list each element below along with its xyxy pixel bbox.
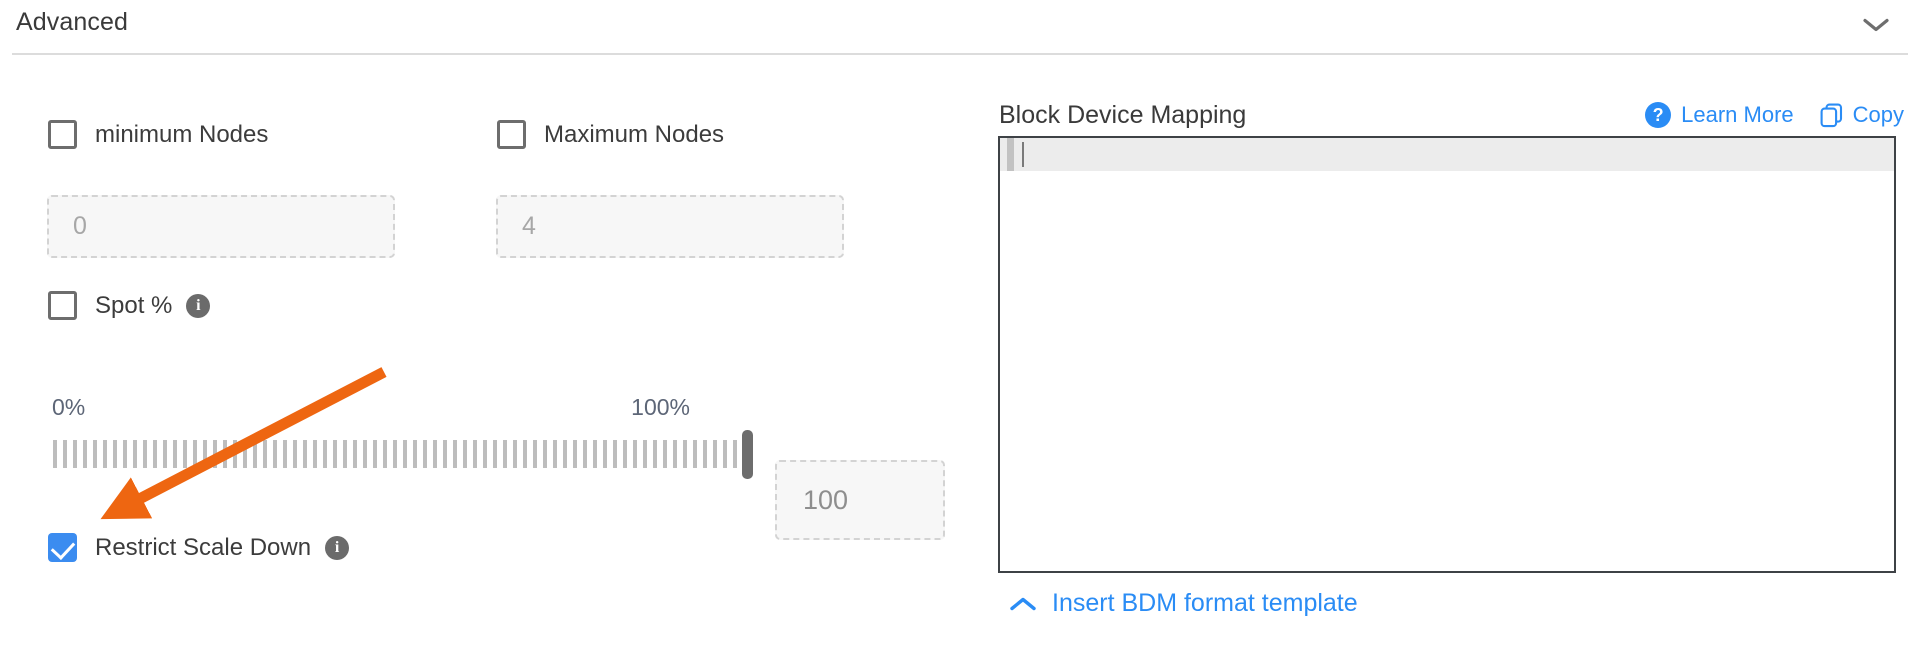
block-device-mapping-title: Block Device Mapping xyxy=(999,101,1247,129)
editor-active-line xyxy=(1000,138,1894,171)
editor-gutter-marker xyxy=(1007,138,1014,171)
bdm-actions: ? Learn More Copy xyxy=(1645,102,1904,128)
learn-more-link[interactable]: ? Learn More xyxy=(1645,102,1794,128)
minimum-nodes-label: minimum Nodes xyxy=(95,120,269,148)
learn-more-label: Learn More xyxy=(1681,102,1794,127)
header-divider xyxy=(12,53,1908,55)
spot-percent-value-input[interactable]: 100 xyxy=(775,460,945,540)
spot-percent-checkbox[interactable] xyxy=(48,291,77,320)
block-device-mapping-editor[interactable] xyxy=(998,136,1896,573)
spot-percent-slider-thumb[interactable] xyxy=(742,430,753,479)
question-circle-icon: ? xyxy=(1645,102,1672,128)
restrict-scale-down-row[interactable]: Restrict Scale Down i xyxy=(48,533,350,562)
maximum-nodes-input[interactable]: 4 xyxy=(496,195,844,258)
slider-min-label: 0% xyxy=(52,394,86,420)
spot-percent-slider-track[interactable] xyxy=(53,440,743,468)
page-title: Advanced xyxy=(16,8,128,36)
restrict-scale-down-checkbox[interactable] xyxy=(48,533,77,562)
insert-bdm-template-link[interactable]: Insert BDM format template xyxy=(1010,589,1358,618)
spot-percent-info-icon[interactable]: i xyxy=(186,293,211,318)
spot-percent-label: Spot % xyxy=(95,291,173,319)
copy-button[interactable]: Copy xyxy=(1820,102,1904,128)
slider-max-label: 100% xyxy=(631,394,690,420)
minimum-nodes-input[interactable]: 0 xyxy=(47,195,395,258)
collapse-section-button[interactable] xyxy=(1854,8,1898,42)
copy-label: Copy xyxy=(1852,102,1904,127)
editor-caret xyxy=(1022,142,1024,167)
maximum-nodes-label: Maximum Nodes xyxy=(544,120,725,148)
scaling-options-group: minimum Nodes 0 Maximum Nodes 4 Spot % i… xyxy=(0,54,990,656)
chevron-up-icon xyxy=(1010,597,1036,610)
editor-content[interactable] xyxy=(1000,171,1894,571)
spot-percent-slider-group: 0% 100% xyxy=(48,394,758,504)
spot-percent-checkbox-row[interactable]: Spot % i xyxy=(48,291,211,320)
maximum-nodes-checkbox[interactable] xyxy=(497,120,526,149)
block-device-mapping-group: Block Device Mapping ? Learn More Copy xyxy=(990,54,1920,656)
minimum-nodes-checkbox-row[interactable]: minimum Nodes xyxy=(48,120,268,149)
restrict-scale-down-label: Restrict Scale Down xyxy=(95,533,312,561)
chevron-down-icon xyxy=(1863,18,1889,32)
section-header: Advanced xyxy=(0,0,1920,55)
insert-bdm-template-label: Insert BDM format template xyxy=(1052,589,1358,617)
maximum-nodes-checkbox-row[interactable]: Maximum Nodes xyxy=(497,120,724,149)
minimum-nodes-checkbox[interactable] xyxy=(48,120,77,149)
restrict-scale-down-info-icon[interactable]: i xyxy=(325,535,350,560)
copy-icon xyxy=(1820,103,1842,127)
